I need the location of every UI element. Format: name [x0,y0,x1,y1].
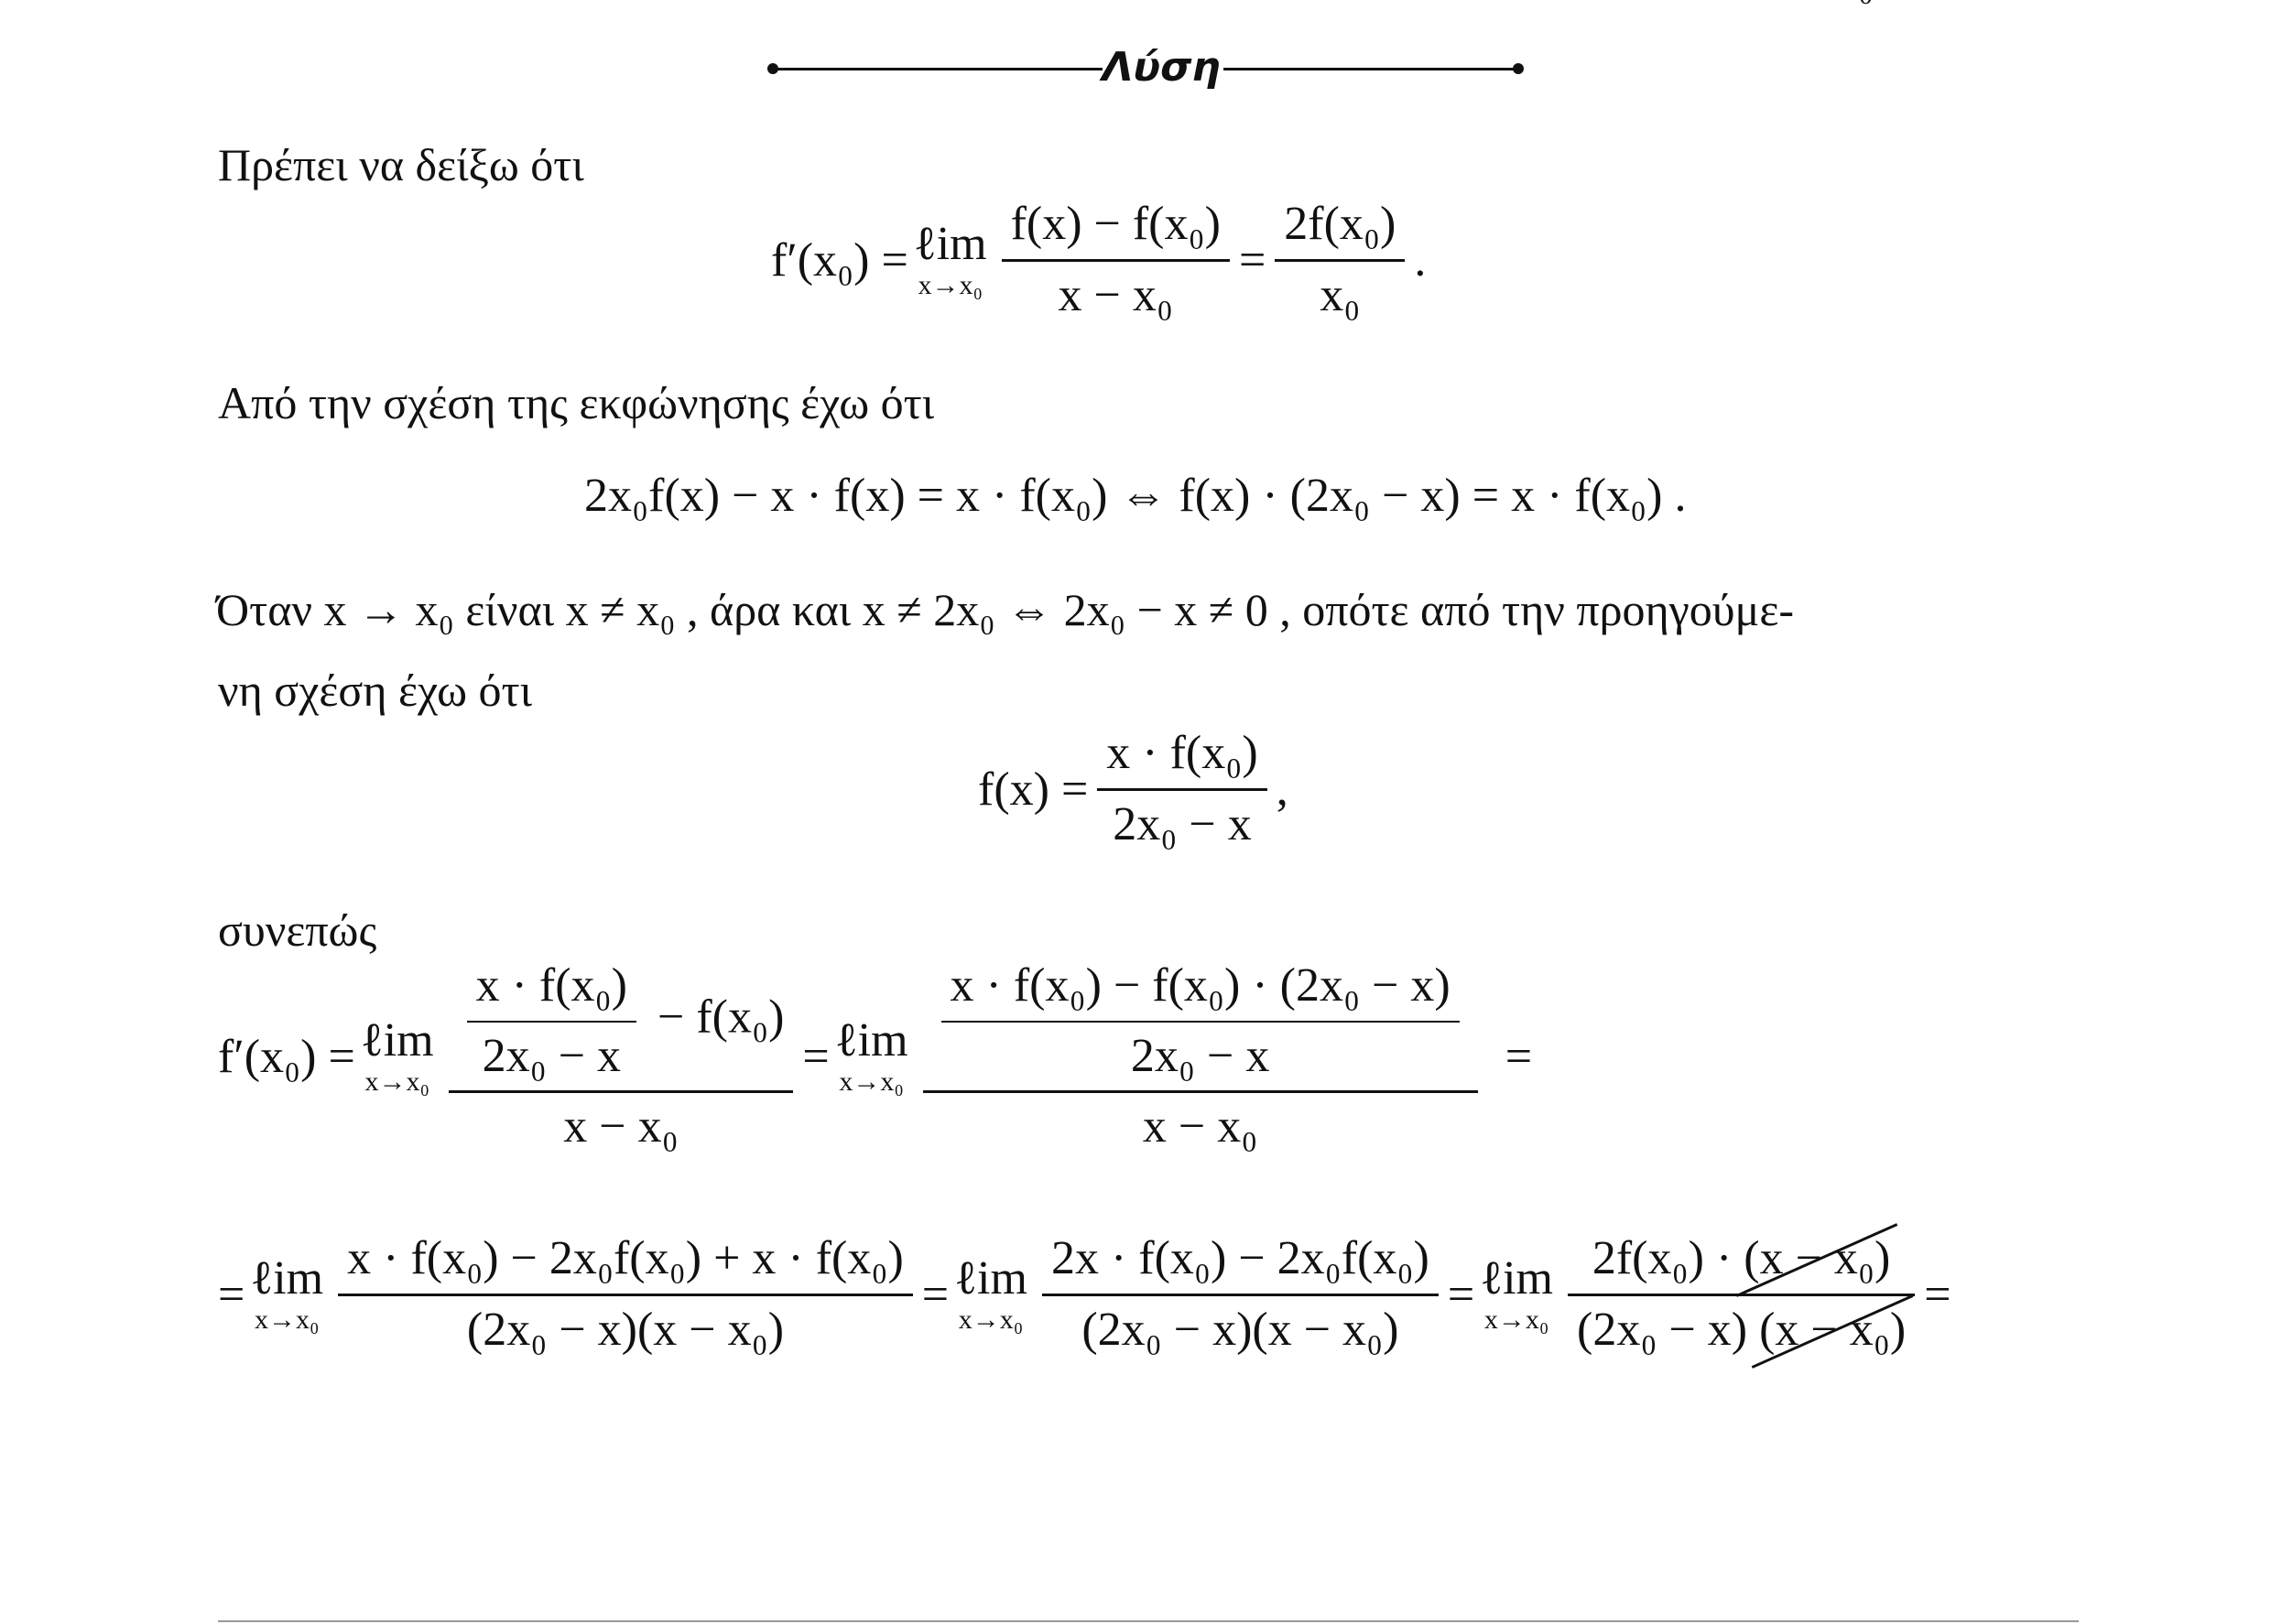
eq4-lim2-subscript: x→x₀ [839,1066,904,1098]
eq5-fraction-3: 2f(x₀) · (x − x₀) (2x₀ − x) (x − x₀) [1568,1232,1916,1356]
eq4-lim1-symbol: ℓim [360,1014,434,1067]
eq3-denominator: 2x₀ − x [1097,787,1267,850]
eq4-lim1-subscript: x→x₀ [364,1066,429,1098]
eq5-fraction-1: x · f(x₀) − 2x₀f(x₀) + x · f(x₀) (2x₀ − … [338,1232,913,1356]
eq4-equals: = [802,1030,830,1083]
eq5-end: = [1924,1268,1951,1321]
eq1-fraction-2: 2f(x₀) x₀ [1275,198,1406,321]
eq5-equals-1: = [921,1268,950,1321]
eq5-frac1-numerator: x · f(x₀) − 2x₀f(x₀) + x · f(x₀) [347,1232,904,1284]
paragraph-3-line-2: νη σχέση έχω ότι [218,665,533,716]
paragraph-2: Από την σχέση της εκφώνησης έχω ότι [218,377,935,428]
eq4-end: = [1505,1030,1533,1083]
header-dot-left [767,63,778,74]
eq4-fraction-1: x · f(x₀) 2x₀ − x − f(x₀) x − x₀ [448,959,794,1153]
eq1-lhs: f′(x₀) = [771,233,908,287]
eq4-inner2-numerator: x · f(x₀) − f(x₀) · (2x₀ − x) [950,959,1451,1012]
eq4-inner-fraction-1: x · f(x₀) 2x₀ − x [466,959,636,1082]
eq1-lim-symbol: ℓim [913,218,987,271]
eq5-frac3-num-factor: 2f(x₀) · [1592,1232,1733,1284]
paragraph-3-line-1: Όταν x → x₀ είναι x ≠ x₀ , άρα και x ≠ 2… [216,584,1794,635]
equation-derivative-definition: f′(x₀) = ℓim x→x₀ f(x) − f(x₀) x − x₀ = … [771,198,1427,321]
solution-header: Λύση [766,40,1526,95]
eq5-frac3-denominator: (2x₀ − x) (x − x₀) [1568,1293,1916,1356]
eq3-fraction: x · f(x₀) 2x₀ − x [1097,727,1267,850]
eq1-limit: ℓim x→x₀ [914,221,987,299]
eq4-limit-2: ℓim x→x₀ [835,1017,908,1096]
eq5-frac3-num-cancelled: (x − x₀) [1744,1232,1891,1284]
header-dot-right [1513,63,1524,74]
eq1-lim-subscript: x→x₀ [918,270,983,301]
paragraph-4: συνεπώς [218,904,377,956]
eq5-frac2-numerator: 2x · f(x₀) − 2x₀f(x₀) [1050,1232,1429,1284]
eq1-frac2-denominator: x₀ [1275,258,1406,321]
eq5-lim3-symbol: ℓim [1480,1252,1554,1305]
stray-subscript: 0 [1859,0,1873,11]
solution-title: Λύση [1102,44,1221,91]
eq5-frac3-numerator: 2f(x₀) · (x − x₀) [1583,1232,1900,1294]
eq5-lim2-symbol: ℓim [954,1252,1027,1305]
equation-f-expression: f(x) = x · f(x₀) 2x₀ − x , [978,727,1288,850]
eq5-frac3-den-cancelled: (x − x₀) [1759,1303,1907,1356]
eq1-fraction-1: f(x) − f(x₀) x − x₀ [1001,198,1230,321]
eq5-lim1-symbol: ℓim [250,1252,324,1305]
eq5-lim1-subscript: x→x₀ [255,1305,320,1336]
eq4-inner1-denominator: 2x₀ − x [466,1020,636,1082]
eq5-limit-2: ℓim x→x₀ [954,1255,1027,1334]
eq5-lim2-subscript: x→x₀ [958,1305,1024,1336]
eq3-numerator: x · f(x₀) [1106,727,1258,779]
eq3-end: , [1276,763,1288,816]
eq4-frac2-denominator: x − x₀ [922,1090,1478,1153]
eq4-limit-1: ℓim x→x₀ [361,1017,434,1096]
eq4-minus-term: − f(x₀) [657,991,785,1044]
eq4-lim2-symbol: ℓim [834,1014,908,1067]
paragraph-1: Πρέπει να δείξω ότι [218,139,584,190]
eq5-limit-1: ℓim x→x₀ [250,1255,323,1334]
header-rule-right [1223,68,1518,70]
eq4-inner2-denominator: 2x₀ − x [940,1020,1460,1082]
bottom-rule [218,1620,2079,1622]
eq3-lhs: f(x) = [978,763,1089,816]
eq4-lhs: f′(x₀) = [218,1030,355,1083]
eq4-frac2-numerator: x · f(x₀) − f(x₀) · (2x₀ − x) 2x₀ − x [923,959,1478,1090]
eq1-frac2-numerator: 2f(x₀) [1284,198,1396,250]
eq2-text: 2x₀f(x) − x · f(x) = x · f(x₀) ⇔ f(x) · … [584,470,1687,522]
eq1-end: . [1414,233,1427,287]
eq4-frac1-numerator: x · f(x₀) 2x₀ − x − f(x₀) [449,959,794,1090]
eq4-inner-fraction-2: x · f(x₀) − f(x₀) · (2x₀ − x) 2x₀ − x [940,959,1460,1082]
eq4-inner1-numerator: x · f(x₀) [475,959,627,1012]
eq4-frac1-denominator: x − x₀ [448,1090,794,1153]
equation-given-relation: 2x₀f(x) − x · f(x) = x · f(x₀) ⇔ f(x) · … [584,469,1686,523]
header-rule-left [775,68,1103,70]
eq5-frac1-denominator: (2x₀ − x)(x − x₀) [338,1293,913,1356]
eq5-start: = [218,1268,245,1321]
eq5-equals-2: = [1447,1268,1475,1321]
equation-simplification: = ℓim x→x₀ x · f(x₀) − 2x₀f(x₀) + x · f(… [218,1232,1951,1356]
eq4-fraction-2: x · f(x₀) − f(x₀) · (2x₀ − x) 2x₀ − x x … [922,959,1478,1153]
eq1-equals: = [1238,233,1266,287]
eq1-frac1-denominator: x − x₀ [1001,258,1230,321]
equation-derivative-substitution: f′(x₀) = ℓim x→x₀ x · f(x₀) 2x₀ − x − f(… [218,959,1533,1153]
eq5-frac3-den-factor: (2x₀ − x) [1577,1303,1748,1356]
eq1-frac1-numerator: f(x) − f(x₀) [1010,198,1221,250]
eq5-lim3-subscript: x→x₀ [1483,1305,1549,1336]
eq5-limit-3: ℓim x→x₀ [1480,1255,1553,1334]
eq5-frac2-denominator: (2x₀ − x)(x − x₀) [1041,1293,1439,1356]
eq5-fraction-2: 2x · f(x₀) − 2x₀f(x₀) (2x₀ − x)(x − x₀) [1041,1232,1439,1356]
